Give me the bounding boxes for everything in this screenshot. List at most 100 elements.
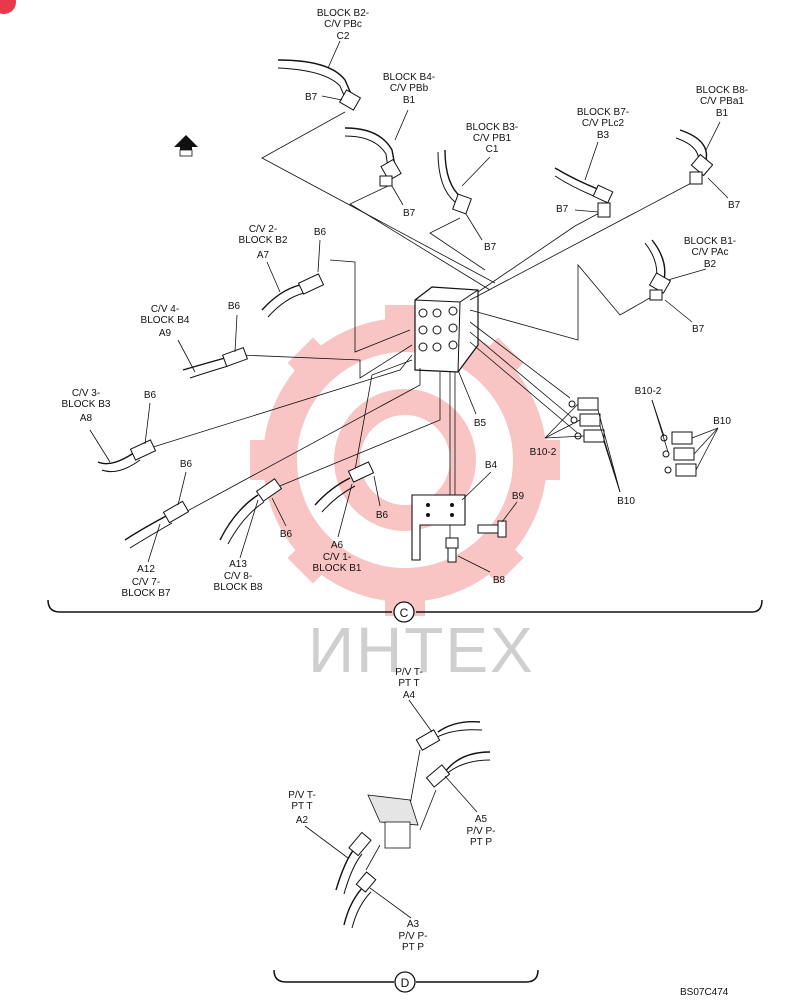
bolt-b8 [445, 537, 459, 563]
hose-a8 [97, 439, 157, 473]
label-a7-line1: C/V 2- [249, 224, 277, 235]
label-b10: B10 [617, 496, 635, 507]
hose-b3 [554, 167, 614, 218]
figure-code: BS07C474 [680, 987, 729, 998]
hose-b1-block-b8 [675, 129, 714, 185]
label-a13-line1: C/V 8- [224, 571, 252, 582]
hose-b2 [644, 239, 672, 301]
label-b6: B6 [144, 390, 157, 401]
label-b1a-line1: BLOCK B4- [383, 72, 435, 83]
watermark-brand-text: ИНТЕХ [308, 614, 535, 686]
label-a6-line1: C/V 1- [323, 552, 351, 563]
label-b1b-line1: BLOCK B8- [696, 85, 748, 96]
gear-logo-watermark [250, 305, 560, 616]
bracket-b4 [411, 494, 466, 561]
label-a8-line1: C/V 3- [72, 388, 100, 399]
bolt-b9 [477, 520, 507, 538]
hose-a13 [219, 478, 283, 545]
label-a12-line1: C/V 7- [132, 577, 160, 588]
label-a6-code: A6 [331, 540, 344, 551]
label-b10: B10 [713, 416, 731, 427]
hose-a12 [124, 500, 190, 549]
label-b6: B6 [314, 227, 327, 238]
label-a7-line2: BLOCK B2 [239, 235, 288, 246]
label-b1b-code: B1 [716, 108, 729, 119]
hose-c1 [437, 149, 472, 215]
label-a4-line1: P/V T- [395, 667, 423, 678]
label-a4-line2: PT T [398, 678, 419, 689]
leader-lines-d [304, 699, 478, 919]
b10-fittings-left [568, 397, 605, 443]
label-b6: B6 [280, 529, 293, 540]
label-a2-line1: P/V T- [288, 790, 316, 801]
label-b9: B9 [512, 491, 525, 502]
label-b3-line1: BLOCK B7- [577, 107, 629, 118]
label-b2-code: B2 [704, 259, 717, 270]
label-a5-line1: P/V P- [467, 826, 496, 837]
label-a3-line2: PT P [402, 942, 424, 953]
label-a8-code: A8 [80, 413, 93, 424]
label-b2-line1: BLOCK B1- [684, 236, 736, 247]
label-b3-line2: C/V PLc2 [582, 118, 625, 129]
hose-b1-block-b4 [344, 127, 402, 187]
label-b1b-line2: C/V PBa1 [700, 96, 744, 107]
label-a5-line2: PT P [470, 837, 492, 848]
up-arrow-icon [174, 135, 198, 157]
label-c2-line1: BLOCK B2- [317, 8, 369, 19]
label-b7: B7 [728, 200, 741, 211]
b10-fittings-right [660, 431, 697, 477]
view-c-marker: C [400, 606, 409, 620]
label-a2-code: A2 [296, 815, 309, 826]
label-a7-code: A7 [257, 250, 270, 261]
control-valve-block [414, 286, 479, 373]
label-b2-line2: C/V PAc [691, 247, 728, 258]
view-d-marker: D [401, 976, 410, 990]
label-c2-code: C2 [337, 31, 350, 42]
hose-a7 [261, 273, 325, 318]
label-b4: B4 [485, 460, 498, 471]
label-b6: B6 [180, 459, 193, 470]
view-c-bracket [47, 599, 763, 623]
label-b5: B5 [474, 418, 487, 429]
label-b7: B7 [305, 92, 318, 103]
label-b6: B6 [376, 510, 389, 521]
pump-assembly-d [335, 721, 491, 929]
label-b7: B7 [484, 242, 497, 253]
label-a13-line2: BLOCK B8 [214, 582, 263, 593]
label-a4-code: A4 [403, 690, 416, 701]
label-b3-code: B3 [597, 130, 610, 141]
label-b8: B8 [493, 575, 506, 586]
label-c1-line2: C/V PB1 [473, 133, 512, 144]
label-a9-line2: BLOCK B4 [141, 315, 190, 326]
label-a5-code: A5 [475, 814, 488, 825]
label-c1-line1: BLOCK B3- [466, 122, 518, 133]
label-c2-line2: C/V PBc [324, 19, 362, 30]
label-a13-code: A13 [229, 559, 247, 570]
label-a3-line1: P/V P- [399, 931, 428, 942]
hose-c2 [277, 59, 362, 111]
label-b10-2: B10-2 [635, 386, 662, 397]
routing-lines [149, 111, 698, 540]
corner-badge-icon [0, 0, 16, 14]
label-a9-line1: C/V 4- [151, 304, 179, 315]
label-b1a-line2: C/V PBb [390, 83, 429, 94]
label-a3-code: A3 [407, 919, 420, 930]
label-a12-line2: BLOCK B7 [122, 588, 171, 599]
label-b7: B7 [556, 204, 569, 215]
leader-lines [89, 40, 729, 573]
label-b7: B7 [403, 208, 416, 219]
label-c1-code: C1 [486, 144, 499, 155]
view-d-bracket [273, 969, 539, 993]
label-b1a-code: B1 [403, 95, 416, 106]
label-a12-code: A12 [137, 564, 155, 575]
label-a9-code: A9 [159, 328, 172, 339]
hose-a6 [314, 461, 375, 513]
label-b7: B7 [692, 324, 705, 335]
label-a2-line2: PT T [291, 801, 312, 812]
label-b6: B6 [228, 301, 241, 312]
hose-a9 [182, 346, 249, 379]
label-a8-line2: BLOCK B3 [62, 399, 111, 410]
label-b10-2: B10-2 [530, 447, 557, 458]
label-a6-line2: BLOCK B1 [313, 563, 362, 574]
